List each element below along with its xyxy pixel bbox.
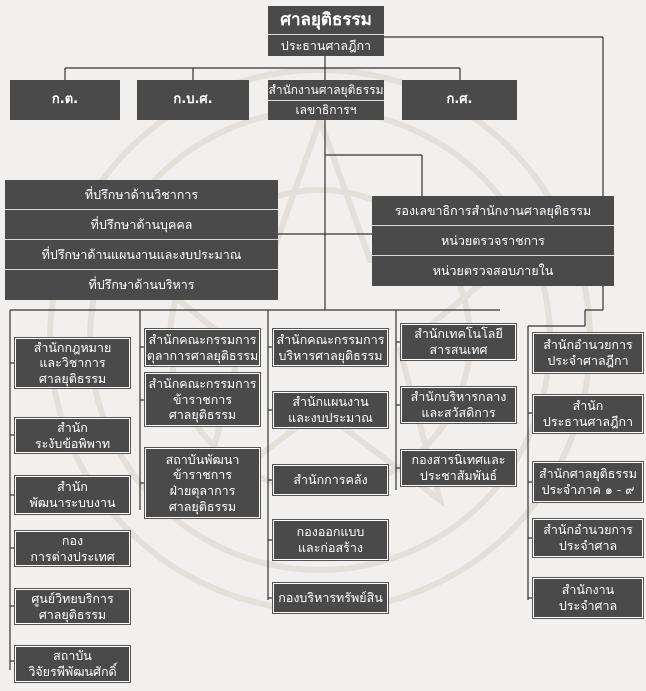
node-kt: ก.ต. xyxy=(10,80,120,120)
inspection-unit: หน่วยตรวจราชการ xyxy=(372,226,614,256)
deputy-secretary: รองเลขาธิการสำนักงานศาลยุติธรรม xyxy=(372,196,614,226)
top-box: ศาลยุติธรรม ประธานศาลฎีกา xyxy=(268,6,384,56)
office-system-development: สำนัก พัฒนาระบบงาน xyxy=(14,475,131,515)
advisor-personnel: ที่ปรึกษาด้านบุคคล xyxy=(5,210,278,240)
deputy-stack: รองเลขาธิการสำนักงานศาลยุติธรรม หน่วยตรว… xyxy=(372,196,614,286)
office-court-staff: สำนักงาน ประจำศาล xyxy=(532,577,644,619)
node-ks: ก.ศ. xyxy=(402,80,517,120)
office-plan-budget: สำนักแผนงาน และงบประมาณ xyxy=(272,391,389,429)
advisor-academic: ที่ปรึกษาด้านวิชาการ xyxy=(5,180,278,210)
top-subtitle: ประธานศาลฎีกา xyxy=(280,38,372,53)
office-court-admin-commission: สำนักคณะกรรมการ บริหารศาลยุติธรรม xyxy=(272,328,389,367)
office-general-admin-welfare: สำนักบริหารกลาง และสวัสดิการ xyxy=(400,386,517,424)
office-title: สำนักงานศาลยุติธรรม xyxy=(268,80,384,101)
office-court-official-commission: สำนักคณะกรรมการ ข้าราชการ ศาลยุติธรรม xyxy=(144,372,261,427)
advisor-admin: ที่ปรึกษาด้านบริหาร xyxy=(88,277,195,292)
office-regional-courts: สำนักศาลยุติธรรม ประจำภาค ๑ - ๙ xyxy=(532,461,644,503)
division-design-construction: กองออกแบบ และก่อสร้าง xyxy=(272,519,389,561)
internal-audit-unit: หน่วยตรวจสอบภายใน xyxy=(432,263,554,278)
advisor-planning: ที่ปรึกษาด้านแผนงานและงบประมาณ xyxy=(5,240,278,270)
office-judicial-commission: สำนักคณะกรรมการ ตุลาการศาลยุติธรรม xyxy=(144,328,261,367)
office-chief-justice: สำนัก ประธานศาลฎีกา xyxy=(532,394,644,434)
advisors-stack: ที่ปรึกษาด้านวิชาการ ที่ปรึกษาด้านบุคคล … xyxy=(5,180,278,300)
office-dispute-resolution: สำนัก ระงับข้อพิพาท xyxy=(14,417,131,454)
rapee-research-institute: สถาบัน วิจัยรพีพัฒนศักดิ์ xyxy=(14,645,131,683)
office-court-admin: สำนักอำนวยการ ประจำศาล xyxy=(532,518,644,558)
top-title: ศาลยุติธรรม xyxy=(268,6,384,35)
office-law-academic: สำนักกฎหมาย และวิชาการ ศาลยุติธรรม xyxy=(14,337,131,389)
division-public-relations: กองสารนิเทศและ ประชาสัมพันธ์ xyxy=(400,449,517,487)
node-kbs: ก.บ.ศ. xyxy=(137,80,249,120)
office-supreme-court-admin: สำนักอำนวยการ ประจำศาลฎีกา xyxy=(532,332,644,374)
division-foreign-affairs: กอง การต่างประเทศ xyxy=(14,530,131,567)
node-office: สำนักงานศาลยุติธรรม เลขาธิการฯ xyxy=(268,80,384,120)
office-subtitle: เลขาธิการฯ xyxy=(295,103,357,117)
academic-service-center: ศูนย์วิทยบริการ ศาลยุติธรรม xyxy=(14,588,131,625)
office-information-technology: สำนักเทคโนโลยี สารสนเทศ xyxy=(400,323,517,361)
office-finance: สำนักการคลัง xyxy=(272,464,389,496)
judicial-official-development-institute: สถาบันพัฒนา ข้าราชการ ฝ่ายตุลาการ ศาลยุต… xyxy=(144,447,261,519)
division-asset-management: กองบริหารทรัพย์สิน xyxy=(272,582,389,614)
